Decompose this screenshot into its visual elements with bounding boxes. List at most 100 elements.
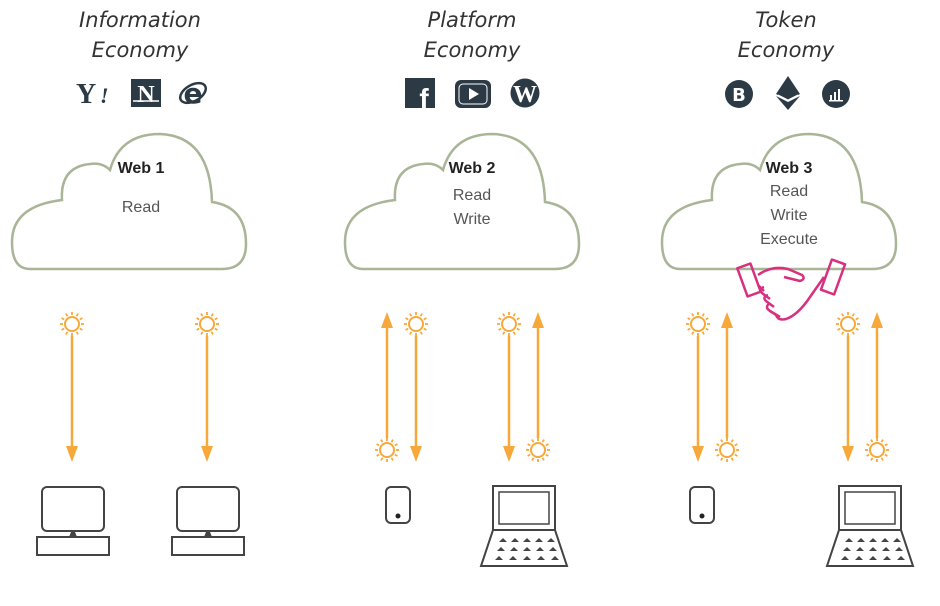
laptop-icon [825, 485, 915, 567]
laptop-key [510, 547, 518, 551]
laptop-key [897, 556, 905, 560]
laptop-key [845, 538, 853, 542]
laptop-key [536, 547, 544, 551]
capability: Execute [760, 231, 818, 248]
laptop-key [551, 556, 559, 560]
capability: Read [452, 187, 492, 204]
node-sun-icon [865, 438, 889, 462]
web3-label: Web 3 Read Write Execute [719, 158, 859, 252]
laptop-base [479, 529, 569, 567]
laptop-key [499, 538, 507, 542]
up-arrow-head [381, 312, 393, 328]
laptop-key [883, 556, 891, 560]
title-line: Economy [91, 38, 189, 62]
laptop-icon [479, 485, 569, 567]
bitcoin-icon: B [725, 80, 753, 108]
svg-text:e: e [184, 77, 203, 110]
laptop-key [537, 556, 545, 560]
yahoo-icon: Y ! [76, 79, 109, 110]
title-line: Economy [423, 38, 521, 62]
laptop-key [523, 556, 531, 560]
mobile-phone-icon [385, 486, 411, 524]
node-sun-icon [715, 438, 739, 462]
laptop-key [893, 538, 901, 542]
web2-cloud [343, 132, 581, 271]
down-arrow-head [66, 446, 78, 462]
laptop-key [509, 556, 517, 560]
chart-token-icon [822, 80, 850, 108]
laptop-key [855, 556, 863, 560]
laptop-screen [844, 491, 896, 525]
title-line: Economy [737, 38, 835, 62]
title-line: Platform [427, 8, 517, 32]
svg-text:B: B [732, 85, 746, 106]
cloud-title: Web 2 [448, 160, 496, 177]
laptop-key [549, 547, 557, 551]
information-economy-title: Information Economy [40, 5, 240, 65]
title-line: Information [79, 8, 201, 32]
laptop-key [523, 538, 531, 542]
ethereum-icon [776, 76, 800, 110]
web1-cloud [10, 132, 248, 271]
svg-text:W: W [513, 82, 537, 108]
laptop-key [857, 538, 865, 542]
laptop-key [895, 547, 903, 551]
desktop-computer-icon [36, 486, 110, 556]
laptop-key [882, 547, 890, 551]
laptop-base [825, 529, 915, 567]
web2-label: Web 2 Read Write [402, 158, 542, 232]
up-arrow-head [871, 312, 883, 328]
laptop-key [535, 538, 543, 542]
platform-economy-title: Platform Economy [372, 5, 572, 65]
node-sun-icon [404, 312, 428, 336]
cloud-title: Web 3 [765, 160, 813, 177]
laptop-key [841, 556, 849, 560]
web1-label: Web 1 Read [71, 158, 211, 220]
capability: Write [453, 211, 491, 228]
svg-text:f: f [419, 83, 429, 114]
down-arrow-head [842, 446, 854, 462]
laptop-key [843, 547, 851, 551]
laptop-key [547, 538, 555, 542]
capability: Read [769, 183, 809, 200]
node-sun-icon [195, 312, 219, 336]
laptop-key [856, 547, 864, 551]
facebook-icon: f [405, 78, 435, 114]
web3-cloud [660, 132, 898, 271]
svg-text:Y: Y [76, 79, 96, 110]
laptop-screen [498, 491, 550, 525]
svg-text:!: ! [100, 83, 109, 108]
capability: Write [770, 207, 808, 224]
node-sun-icon [60, 312, 84, 336]
node-sun-icon [836, 312, 860, 336]
handshake-icon [736, 258, 847, 321]
capability: Read [121, 199, 161, 216]
node-sun-icon [686, 312, 710, 336]
laptop-key [869, 556, 877, 560]
down-arrow-head [410, 446, 422, 462]
node-sun-icon [526, 438, 550, 462]
token-economy-title: Token Economy [686, 5, 886, 65]
youtube-icon [455, 80, 491, 108]
title-line: Token [755, 8, 817, 32]
down-arrow-head [201, 446, 213, 462]
laptop-key [523, 547, 531, 551]
down-arrow-head [503, 446, 515, 462]
node-sun-icon [497, 312, 521, 336]
laptop-key [881, 538, 889, 542]
up-arrow-head [721, 312, 733, 328]
node-sun-icon [375, 438, 399, 462]
wordpress-icon: W [510, 78, 540, 108]
mobile-phone-icon [689, 486, 715, 524]
cloud-title: Web 1 [117, 160, 165, 177]
down-arrow-head [692, 446, 704, 462]
desktop-computer-icon [171, 486, 245, 556]
netscape-icon: N [131, 79, 161, 108]
laptop-key [511, 538, 519, 542]
up-arrow-head [532, 312, 544, 328]
internet-explorer-icon: e [178, 77, 208, 110]
laptop-key [869, 547, 877, 551]
laptop-key [869, 538, 877, 542]
laptop-key [495, 556, 503, 560]
